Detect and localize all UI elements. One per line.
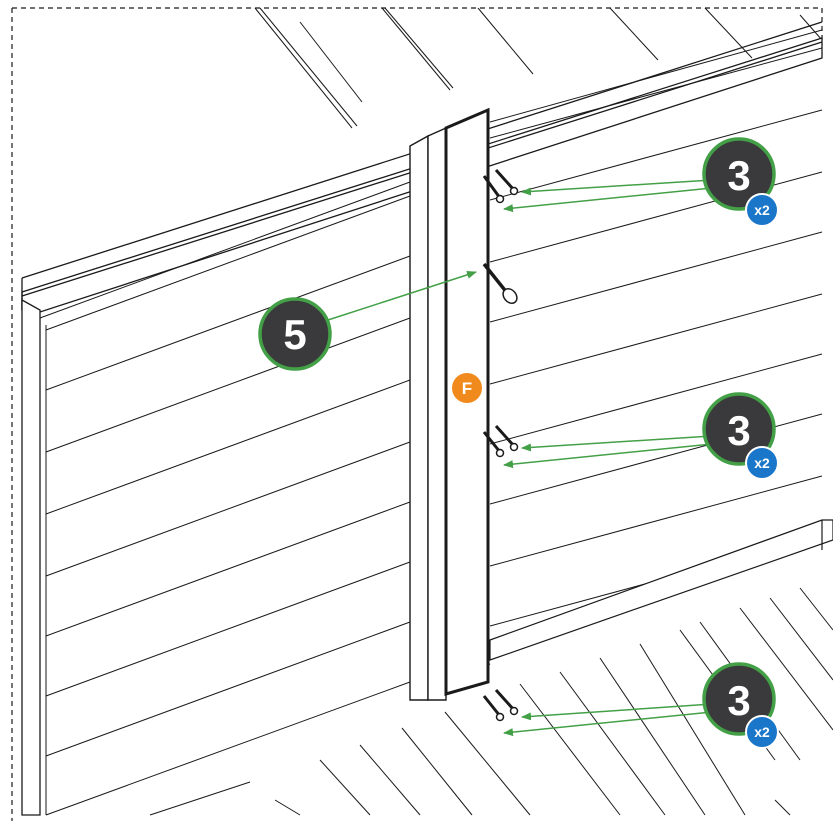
callout-3-mid: 3 x2 [702,392,779,480]
qty-badge-top [745,193,779,227]
leader-3-bottom-b [503,711,713,737]
leader-3-mid-a [521,435,713,452]
screw-pair-top [482,168,519,204]
leader-3-top-a [521,179,713,196]
bolt-center [482,262,518,304]
callout-3-bottom-number: 3 [727,677,750,724]
part-f-badge: F [452,373,482,403]
screw-pair-mid [482,424,519,458]
screw-pair-bottom [482,688,519,722]
callout-5: 5 [258,297,332,371]
callout-3-top-number: 3 [727,152,750,199]
qty-badge-top-text: x2 [754,202,770,218]
left-post [21,298,41,816]
callout-3-bottom: 3 x2 [702,662,779,749]
center-post [409,126,447,701]
part-f-label: F [462,379,472,398]
qty-badge-mid [745,446,779,480]
qty-badge-bottom [745,715,779,749]
qty-badge-bottom-text: x2 [754,724,770,740]
lower-decking-lines [149,587,833,816]
callout-3-mid-number: 3 [727,407,750,454]
leader-3-mid-b [503,443,713,469]
leader-5 [327,270,477,321]
leader-3-top-b [503,187,713,213]
callout-5-number: 5 [283,311,306,358]
upper-decking-lines [254,7,823,129]
leader-3-bottom-a [521,703,713,721]
qty-badge-mid-text: x2 [754,455,770,471]
right-screen-boards [489,29,823,627]
left-screen-boards [39,181,411,816]
leader-lines [327,179,713,737]
callout-3-top: 3 x2 [702,137,779,227]
